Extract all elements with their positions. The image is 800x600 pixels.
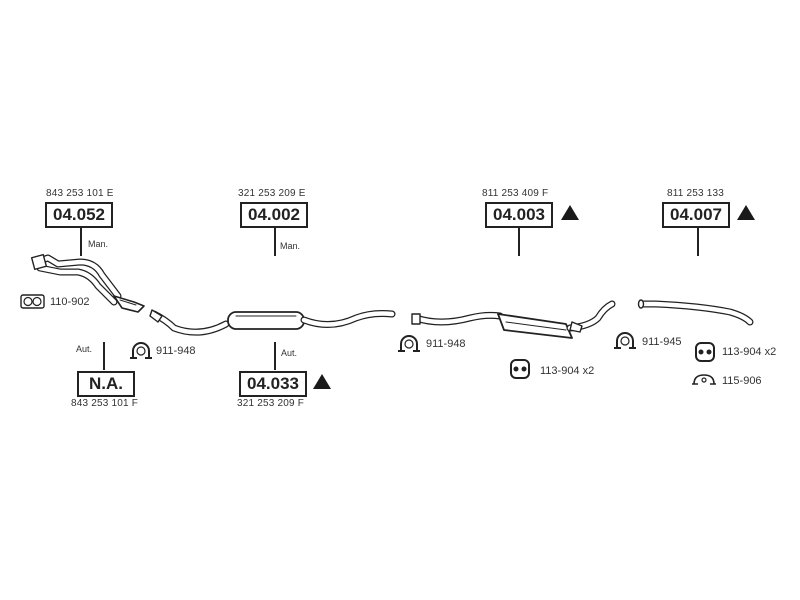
accessory-code: 911-948 xyxy=(426,338,466,350)
leader-line xyxy=(274,342,276,370)
accessory-code: 115-906 xyxy=(722,375,762,387)
oem-number-04-003: 811 253 409 F xyxy=(482,188,549,199)
warning-triangle-icon xyxy=(737,205,755,220)
rubber-hanger-icon xyxy=(510,359,530,379)
leader-line xyxy=(103,342,105,370)
tail-pipe xyxy=(637,299,754,326)
transmission-note: Man. xyxy=(280,241,301,251)
bracket-icon xyxy=(692,374,716,385)
front-pipe xyxy=(30,253,145,313)
rear-silencer xyxy=(411,300,616,339)
part-ref-na[interactable]: N.A. xyxy=(77,371,135,397)
oem-number-04-033: 321 253 209 F xyxy=(237,398,305,409)
accessory-code: 113-904 x2 xyxy=(722,346,777,358)
transmission-note: Man. xyxy=(88,239,109,249)
gasket-icon xyxy=(20,294,45,309)
transmission-note: Aut. xyxy=(76,344,93,354)
oem-number-na: 843 253 101 F xyxy=(71,398,139,409)
part-ref-04-052[interactable]: 04.052 xyxy=(45,202,113,228)
transmission-note: Aut. xyxy=(281,348,298,358)
accessory-code: 911-945 xyxy=(642,336,682,348)
part-ref-04-007[interactable]: 04.007 xyxy=(662,202,730,228)
clamp-icon xyxy=(398,335,420,352)
rubber-hanger-icon xyxy=(695,342,715,362)
oem-number-04-007: 811 253 133 xyxy=(667,188,725,199)
leader-line xyxy=(80,228,82,256)
warning-triangle-icon xyxy=(561,205,579,220)
clamp-icon xyxy=(614,332,636,349)
oem-number-04-002: 321 253 209 E xyxy=(238,188,306,199)
accessory-code: 110-902 xyxy=(50,296,90,308)
accessory-code: 113-904 x2 xyxy=(540,365,595,377)
leader-line xyxy=(518,228,520,256)
clamp-icon xyxy=(130,342,152,359)
warning-triangle-icon xyxy=(313,374,331,389)
accessory-code: 911-948 xyxy=(156,345,196,357)
leader-line xyxy=(274,228,276,256)
oem-number-04-052: 843 253 101 E xyxy=(46,188,114,199)
part-ref-04-033[interactable]: 04.033 xyxy=(239,371,307,397)
leader-line xyxy=(697,228,699,256)
part-ref-04-003[interactable]: 04.003 xyxy=(485,202,553,228)
middle-silencer-pipe xyxy=(149,309,396,336)
part-ref-04-002[interactable]: 04.002 xyxy=(240,202,308,228)
